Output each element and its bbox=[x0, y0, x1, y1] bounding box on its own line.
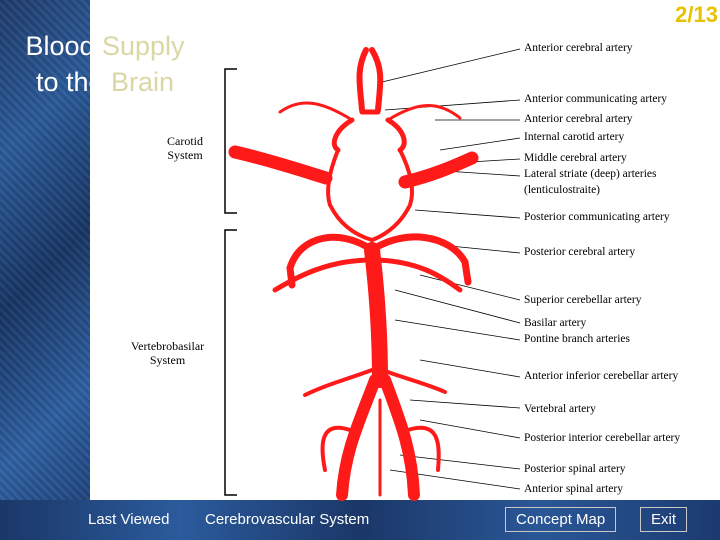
label-anterior-inferior-cerebellar-artery: Anterior inferior cerebellar artery bbox=[524, 370, 679, 382]
label-posterior-cerebral-artery: Posterior cerebral artery bbox=[524, 246, 636, 258]
label-vertebral-artery: Vertebral artery bbox=[524, 403, 596, 415]
label-anterior-communicating-artery: Anterior communicating artery bbox=[524, 93, 668, 105]
label-middle-cerebral-artery: Middle cerebral artery bbox=[524, 152, 627, 164]
title-highlight: Brain bbox=[111, 67, 175, 97]
exit-button[interactable]: Exit bbox=[640, 507, 688, 532]
label-posterior-spinal-artery: Posterior spinal artery bbox=[524, 463, 626, 475]
bottom-nav-bar bbox=[0, 500, 720, 540]
label-internal-carotid-artery: Internal carotid artery bbox=[524, 131, 625, 143]
label-anterior-cerebral-artery-2: Anterior cerebral artery bbox=[524, 113, 633, 125]
label-basilar-artery: Basilar artery bbox=[524, 317, 587, 329]
label-pontine-branch-arteries: Pontine branch arteries bbox=[524, 333, 631, 345]
title-highlight: Supply bbox=[102, 31, 185, 61]
title-text: Blood bbox=[25, 31, 102, 61]
label-superior-cerebellar-artery: Superior cerebellar artery bbox=[524, 294, 642, 306]
label-lenticulostraite: (lenticulostraite) bbox=[524, 184, 600, 196]
slide-title: Blood Supply to the Brain bbox=[0, 28, 210, 100]
last-viewed-button[interactable]: Last Viewed bbox=[88, 511, 170, 528]
concept-map-button[interactable]: Concept Map bbox=[505, 507, 617, 532]
label-lateral-striate-arteries: Lateral striate (deep) arteries bbox=[524, 168, 657, 180]
label-anterior-spinal-artery: Anterior spinal artery bbox=[524, 483, 623, 495]
system-brackets bbox=[224, 68, 237, 496]
label-anterior-cerebral-artery: Anterior cerebral artery bbox=[524, 42, 633, 54]
title-text: to the bbox=[35, 67, 112, 97]
label-posterior-interior-cerebellar-artery: Posterior interior cerebellar artery bbox=[524, 432, 681, 444]
sidebar-texture bbox=[0, 0, 90, 540]
cerebrovascular-system-button[interactable]: Cerebrovascular System bbox=[205, 511, 370, 528]
artery-paths bbox=[228, 47, 479, 501]
label-posterior-communicating-artery: Posterior communicating artery bbox=[524, 211, 670, 223]
page-number: 2/13 bbox=[675, 2, 718, 27]
